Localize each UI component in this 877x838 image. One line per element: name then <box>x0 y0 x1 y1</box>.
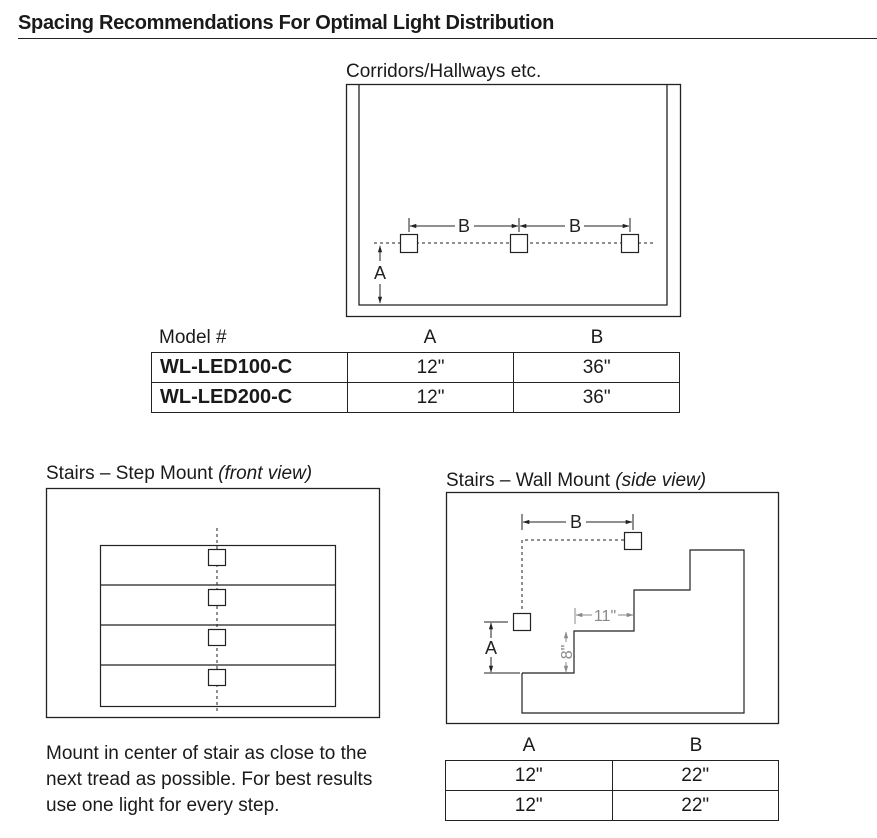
light-fixture <box>623 531 643 551</box>
corridor-diagram: B B A <box>345 83 682 318</box>
light-fixture <box>207 588 227 607</box>
dimension-b-label: B <box>458 216 470 236</box>
model-column-header: Model # <box>159 327 227 348</box>
stairs-step-diagram <box>45 487 381 719</box>
b-column-header: B <box>689 735 703 756</box>
wall-spacing-table: 12" 22" 12" 22" <box>445 760 779 821</box>
stairs-wall-label-view: (side view) <box>615 470 707 491</box>
dimension-b-label: B <box>570 512 582 532</box>
light-fixture <box>207 668 227 687</box>
b-cell: 36" <box>513 382 680 413</box>
light-fixture <box>512 612 532 632</box>
table-row: WL-LED200-C 12" 36" <box>151 382 680 413</box>
a-column-header: A <box>423 327 437 348</box>
corridors-label: Corridors/Hallways etc. <box>346 61 542 82</box>
stairs-wall-label-text: Stairs – Wall Mount <box>446 470 616 491</box>
mounting-guide-line <box>521 539 643 609</box>
riser-height-label: 8" <box>559 645 576 660</box>
stairs-step-label: Stairs – Step Mount (front view) <box>46 463 312 485</box>
step-mount-note: Mount in center of stair as close to the… <box>46 743 373 816</box>
model-cell: WL-LED100-C <box>151 352 348 383</box>
title-divider <box>18 38 877 39</box>
b-cell: 22" <box>611 760 779 791</box>
stairs-step-label-view: (front view) <box>218 463 313 484</box>
a-cell: 12" <box>445 760 613 791</box>
light-fixture <box>399 233 419 254</box>
corridor-inner-wall <box>358 85 668 306</box>
corridor-outer-wall <box>345 83 682 318</box>
staircase-profile <box>521 549 745 714</box>
model-cell: WL-LED200-C <box>151 382 348 413</box>
corridor-spacing-table: WL-LED100-C 12" 36" WL-LED200-C 12" 36" <box>151 352 680 413</box>
table-row: 12" 22" <box>445 760 779 791</box>
light-fixture <box>620 233 640 254</box>
stairs-wall-diagram: B A 11" 8" <box>445 491 780 725</box>
b-cell: 36" <box>513 352 680 383</box>
stair-steps <box>99 544 337 708</box>
a-column-header: A <box>522 735 536 756</box>
light-fixture <box>207 628 227 647</box>
b-column-header: B <box>590 327 604 348</box>
b-cell: 22" <box>611 790 779 821</box>
a-cell: 12" <box>346 352 515 383</box>
step-diagram-frame <box>45 487 381 719</box>
stairs-wall-label: Stairs – Wall Mount (side view) <box>446 470 706 492</box>
a-cell: 12" <box>445 790 613 821</box>
light-fixture <box>509 233 529 254</box>
wall-diagram-frame <box>445 491 780 725</box>
page-title: Spacing Recommendations For Optimal Ligh… <box>18 12 555 34</box>
stairs-step-label-text: Stairs – Step Mount <box>46 463 219 484</box>
a-cell: 12" <box>346 382 515 413</box>
dimension-a-label: A <box>485 638 497 658</box>
table-row: WL-LED100-C 12" 36" <box>151 352 680 383</box>
dimension-b-label: B <box>569 216 581 236</box>
light-fixture <box>207 548 227 567</box>
tread-depth-label: 11" <box>594 608 616 625</box>
table-row: 12" 22" <box>445 790 779 821</box>
dimension-a-label: A <box>374 263 386 283</box>
